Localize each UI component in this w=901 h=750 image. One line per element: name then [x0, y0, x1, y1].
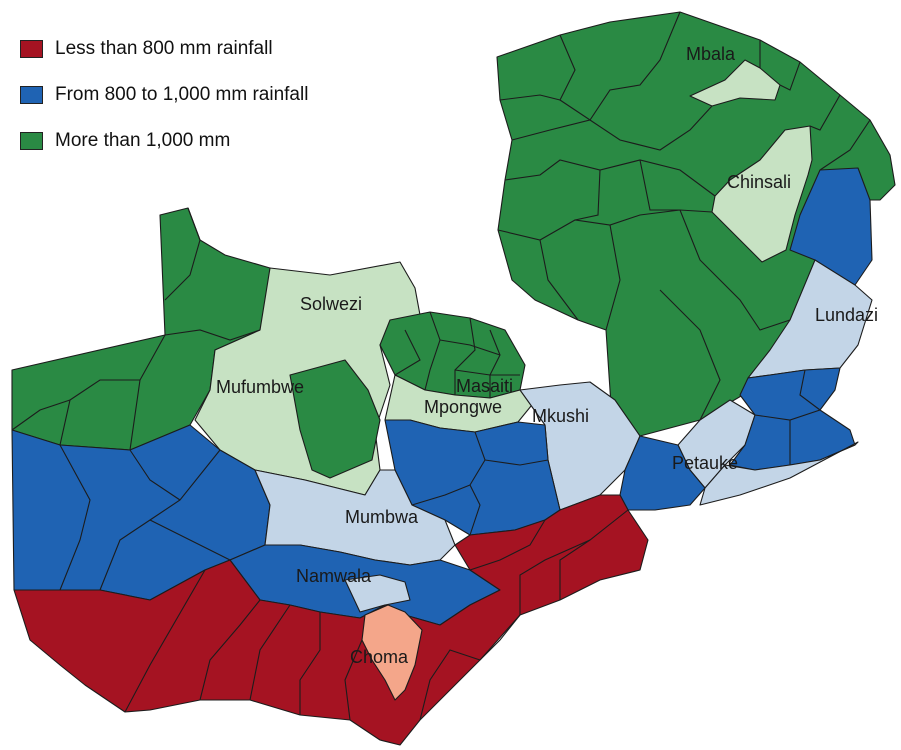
- legend-item-low: Less than 800 mm rainfall: [20, 26, 308, 72]
- legend-label: More than 1,000 mm: [55, 130, 231, 151]
- legend-swatch-red: [20, 40, 43, 58]
- region-southern: [13, 494, 649, 746]
- legend-swatch-blue: [20, 86, 43, 104]
- town-label-choma: Choma: [350, 647, 409, 667]
- town-label-chinsali: Chinsali: [727, 172, 792, 192]
- legend: Less than 800 mm rainfall From 800 to 1,…: [20, 26, 308, 164]
- legend-label: From 800 to 1,000 mm rainfall: [55, 84, 309, 105]
- town-label-masaiti: Masaiti: [456, 376, 514, 396]
- town-label-solwezi: Solwezi: [300, 294, 363, 314]
- legend-label: Less than 800 mm rainfall: [55, 38, 273, 59]
- district-borders: [11, 11, 871, 721]
- town-label-petauke: Petauke: [672, 453, 739, 473]
- legend-swatch-green: [20, 132, 43, 150]
- town-label-mpongwe: Mpongwe: [424, 397, 503, 417]
- region-kasempa: [289, 359, 381, 479]
- legend-item-medium: From 800 to 1,000 mm rainfall: [20, 72, 308, 118]
- region-eastern-strip: [699, 441, 859, 506]
- town-label-mbala: Mbala: [686, 44, 736, 64]
- town-label-namwala: Namwala: [296, 566, 372, 586]
- region-itezhi: [344, 574, 411, 613]
- town-label-lundazi: Lundazi: [815, 305, 879, 325]
- region-choma: [361, 604, 423, 701]
- town-label-mkushi: Mkushi: [532, 406, 590, 426]
- legend-item-high: More than 1,000 mm: [20, 118, 308, 164]
- town-label-mumbwa: Mumbwa: [345, 507, 419, 527]
- town-label-mufumbwe: Mufumbwe: [216, 377, 305, 397]
